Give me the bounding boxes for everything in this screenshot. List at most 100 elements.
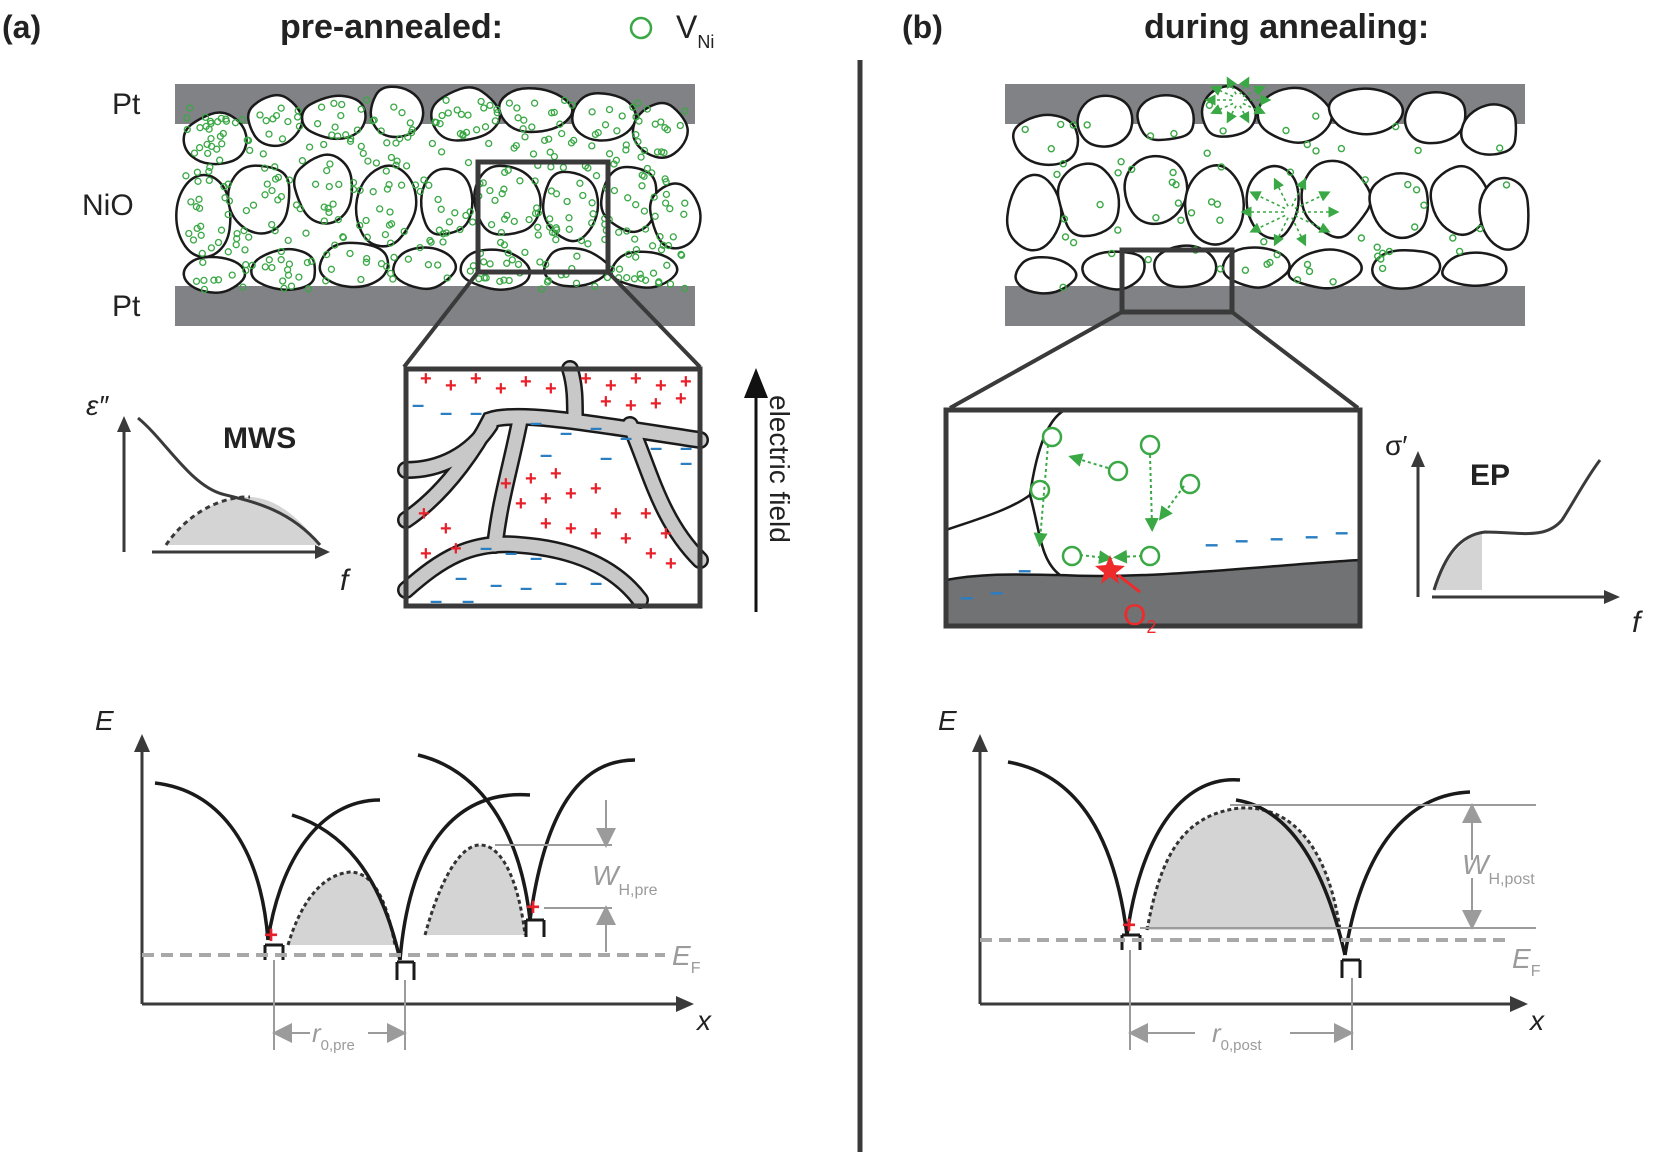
vacancy-circle-icon [204, 149, 212, 158]
vacancy-circle-icon [547, 163, 555, 171]
vacancy-circle-icon [632, 201, 640, 209]
vacancy-circle-icon [631, 235, 639, 243]
mws-ylabel: ε″ [86, 390, 109, 421]
vacancy-circle-icon [1219, 127, 1227, 135]
positive-charge-icon: + [590, 523, 602, 545]
vacancy-circle-icon [640, 146, 649, 155]
vacancy-diffusion-arrows [1204, 76, 1340, 247]
vacancy-circle-icon [387, 153, 396, 162]
vacancy-circle-icon [468, 218, 477, 226]
vacancy-circle-icon [436, 120, 444, 128]
vacancy-circle-icon [480, 104, 488, 112]
vacancy-circle-icon [570, 136, 578, 145]
vacancy-circle-icon [349, 185, 358, 194]
negative-charge-icon: – [462, 588, 474, 613]
vacancy-circle-icon [357, 142, 365, 151]
vacancy-circle-icon [654, 279, 663, 287]
positive-charge-icon: + [545, 378, 557, 400]
vacancy-circle-icon [346, 137, 355, 145]
vacancy-circle-icon [680, 210, 688, 218]
vacancy-circle-icon [239, 283, 247, 291]
positive-charge-icon: + [630, 368, 642, 390]
vacancy-circle-icon [224, 210, 232, 219]
vacancy-circle-icon [259, 150, 267, 158]
mws-name: MWS [223, 422, 296, 455]
grain [1256, 86, 1334, 144]
vacancy-circle-icon [420, 176, 428, 184]
vacancy-circle-icon [1293, 276, 1302, 284]
vacancy-circle-icon [293, 113, 302, 121]
zoom-box [1119, 247, 1235, 315]
negative-charge-icon: – [1270, 525, 1283, 552]
vacancy-circle-icon [648, 242, 657, 250]
vacancy-circle-icon [1241, 266, 1250, 274]
vacancy-circle-icon [664, 241, 673, 250]
vacancy-circle-icon [663, 261, 671, 269]
vacancy-circle-icon [651, 212, 659, 220]
vacancy-circle-icon [577, 236, 586, 245]
vacancy-circle-icon [268, 220, 276, 229]
vacancy-circle-icon [552, 236, 560, 244]
vacancy-circle-icon [632, 246, 641, 254]
vacancy-circle-icon [197, 231, 205, 239]
vacancy-circle-icon [1096, 200, 1104, 209]
vacancy-circle-icon [298, 157, 307, 165]
grain [541, 170, 600, 243]
energy-a-xlabel: x [695, 1005, 712, 1036]
negative-charge-icon: – [590, 570, 602, 595]
vacancy-circle-icon [187, 198, 195, 206]
vacancy-circle-icon [497, 228, 506, 237]
vacancy-circle-icon [618, 112, 626, 120]
vacancy-circle-icon [1047, 144, 1056, 153]
positive-charge-icon: + [590, 478, 602, 500]
vacancy-circle-icon [386, 239, 395, 247]
positive-charge-icon: + [495, 378, 507, 400]
vacancy-circle-icon [1216, 265, 1225, 273]
diffusion-arrow [1239, 76, 1250, 95]
vacancy-circle-icon [625, 250, 633, 258]
vacancy-circle-icon [268, 263, 276, 272]
vacancy-circle-icon [363, 254, 371, 263]
positive-charge-icon: + [660, 523, 672, 545]
vacancy-circle-icon [648, 169, 656, 177]
negative-charge-icon: – [650, 435, 662, 460]
vacancy-circle-icon [1169, 168, 1177, 177]
negative-charge-icon: – [490, 572, 502, 597]
panel-b: (b) during annealing: –––––––– O2 [902, 8, 1643, 1054]
vacancy-circle-icon [500, 276, 508, 284]
vacancy-circle-icon [563, 197, 571, 206]
positive-charge-icon: + [605, 375, 617, 397]
vacancy-circle-icon [357, 105, 365, 113]
vacancy-circle-icon [346, 249, 354, 258]
vacancy-circle-icon [445, 218, 454, 226]
vacancy-circle-icon [194, 177, 202, 185]
negative-charge-icon: – [620, 425, 632, 450]
vacancy-circle-icon [1312, 112, 1320, 120]
grain [1287, 248, 1363, 290]
grain-surface [1028, 408, 1361, 578]
vacancy-circle-icon [363, 233, 371, 241]
vacancy-circle-icon [277, 247, 285, 256]
ep-shaded-region [1434, 532, 1482, 590]
vacancy-circle-icon [320, 203, 328, 211]
vacancy-circle-icon [225, 197, 234, 205]
vacancy-circle-icon [547, 109, 556, 117]
vacancy-circle-icon [556, 120, 564, 128]
vacancy-circle-icon [404, 133, 412, 141]
vacancy-circle-icon [1187, 209, 1196, 217]
grain [1368, 172, 1430, 240]
vacancy-circle-icon [528, 123, 536, 131]
zoom-line-right [606, 270, 702, 369]
negative-charge-icon: – [480, 535, 492, 560]
negative-charge-icon: – [990, 579, 1003, 606]
vacancy-circle-icon [1217, 163, 1226, 171]
vacancy-circle-icon [193, 224, 201, 233]
grain [1300, 159, 1373, 239]
vacancy-circle-icon [546, 215, 554, 223]
vacancy-circle-icon [242, 206, 251, 215]
vacancy-circle-icon [622, 146, 630, 154]
vacancy-circle-icon [195, 195, 203, 203]
vacancy-circle-icon [615, 228, 623, 236]
trapped-charge-post: + [1122, 912, 1136, 939]
vacancy-circle-icon [265, 130, 273, 138]
